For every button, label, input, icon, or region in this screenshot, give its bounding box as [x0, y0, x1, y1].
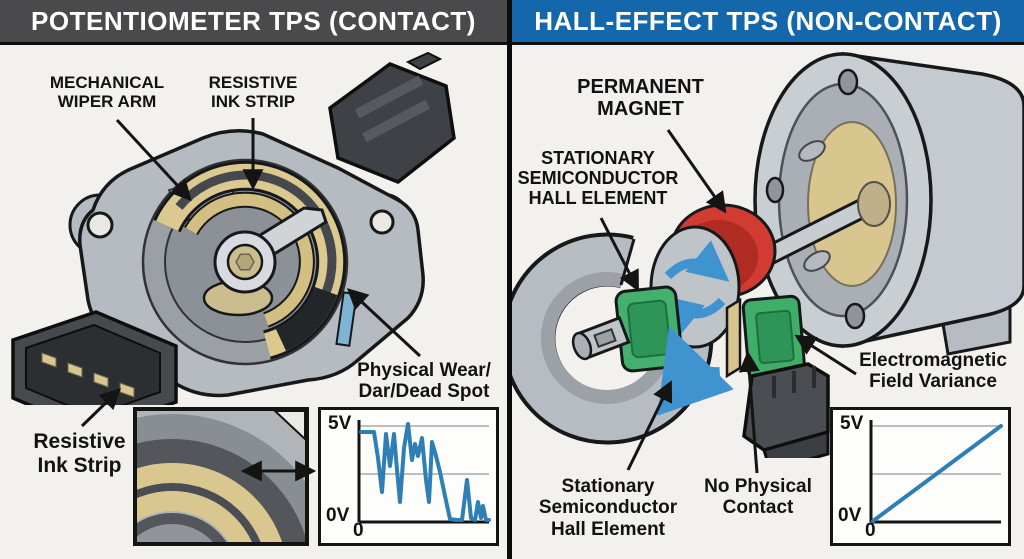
label-no-physical-contact: No Physical Contact — [704, 476, 812, 519]
right-panel-header: HALL-EFFECT TPS (NON-CONTACT) — [512, 0, 1024, 45]
hall-element-right — [741, 294, 807, 382]
rotor-disc — [649, 225, 741, 349]
label-mechanical-wiper-arm: MECHANICAL WIPER ARM — [49, 73, 165, 112]
y-label-0v: 0V — [838, 505, 862, 526]
right-panel-title: HALL-EFFECT TPS (NON-CONTACT) — [534, 5, 1002, 36]
arrow-physical-wear — [346, 288, 422, 358]
label-permanent-magnet: PERMANENT MAGNET — [577, 76, 704, 121]
label-stationary-hall-lower: Stationary Semiconductor Hall Element — [538, 476, 678, 540]
mount-ear-left — [68, 193, 132, 257]
label-physical-wear: Physical Wear/ Dar/Dead Spot — [357, 360, 491, 403]
connector-pin — [41, 352, 57, 368]
arrow-no-contact — [738, 350, 760, 474]
wiper-hub — [213, 230, 277, 294]
connector-pin — [67, 362, 83, 378]
arrow-wiper-arm — [115, 118, 192, 202]
sensor-housing — [78, 129, 425, 398]
y-label-5v: 5V — [840, 413, 864, 434]
label-resistive-ink-strip: RESISTIVE INK STRIP — [208, 73, 298, 112]
rotor-shaft — [653, 187, 890, 321]
electrical-connector — [11, 310, 178, 405]
mounting-flange — [753, 52, 933, 348]
worn-signal-trace — [359, 422, 491, 522]
flange-bolt-hole — [844, 302, 866, 330]
left-panel-header: POTENTIOMETER TPS (CONTACT) — [0, 0, 507, 45]
connector-pin — [93, 372, 109, 388]
left-panel-title: POTENTIOMETER TPS (CONTACT) — [31, 5, 476, 36]
label-electromagnetic-field: Electromagnetic Field Variance — [859, 350, 1007, 393]
x-label-0: 0 — [353, 520, 364, 541]
resistive-ink-strip-track — [156, 163, 344, 357]
mount-ear-right — [352, 192, 412, 252]
rotation-arrow — [664, 240, 730, 282]
hall-element-left — [614, 285, 684, 373]
resistive-strip-inset — [133, 407, 309, 546]
upper-connector — [328, 62, 456, 184]
x-label-0: 0 — [865, 520, 876, 541]
permanent-magnet-ring — [669, 203, 777, 299]
flange-bolt-hole — [765, 176, 785, 204]
sensing-gap-strip — [725, 297, 742, 379]
output-connector — [742, 362, 830, 452]
flange-bolt-hole — [837, 68, 859, 96]
label-resistive-ink-strip-lower: Resistive Ink Strip — [33, 430, 126, 477]
sensor-body-housing — [841, 51, 1024, 349]
seal-strip — [335, 291, 358, 347]
linear-signal-graph: 5V 0V 0 — [830, 407, 1011, 546]
label-stationary-hall-upper: STATIONARY SEMICONDUCTOR HALL ELEMENT — [517, 148, 679, 209]
worn-dead-spot — [275, 286, 338, 351]
y-label-0v: 0V — [326, 505, 350, 526]
arrow-hall-lower — [626, 380, 673, 471]
connector-pin — [119, 382, 135, 398]
arrow-em-field — [794, 334, 857, 376]
y-label-5v: 5V — [328, 413, 352, 434]
worn-signal-graph: 5V 0V 0 — [318, 407, 499, 546]
flux-arrow — [657, 326, 734, 416]
resistive-strip-closeup — [137, 411, 305, 542]
bolt-hole-right — [369, 209, 395, 235]
arrow-hall-upper — [599, 217, 639, 292]
wiper-arm — [233, 206, 328, 266]
linear-signal-trace — [871, 424, 1003, 523]
rotor-housing-ring — [512, 236, 710, 441]
bolt-hole-left — [86, 211, 114, 239]
rotation-arrow — [660, 295, 726, 337]
arrow-ink-strip-lower — [80, 388, 122, 428]
panel-divider — [507, 0, 512, 559]
